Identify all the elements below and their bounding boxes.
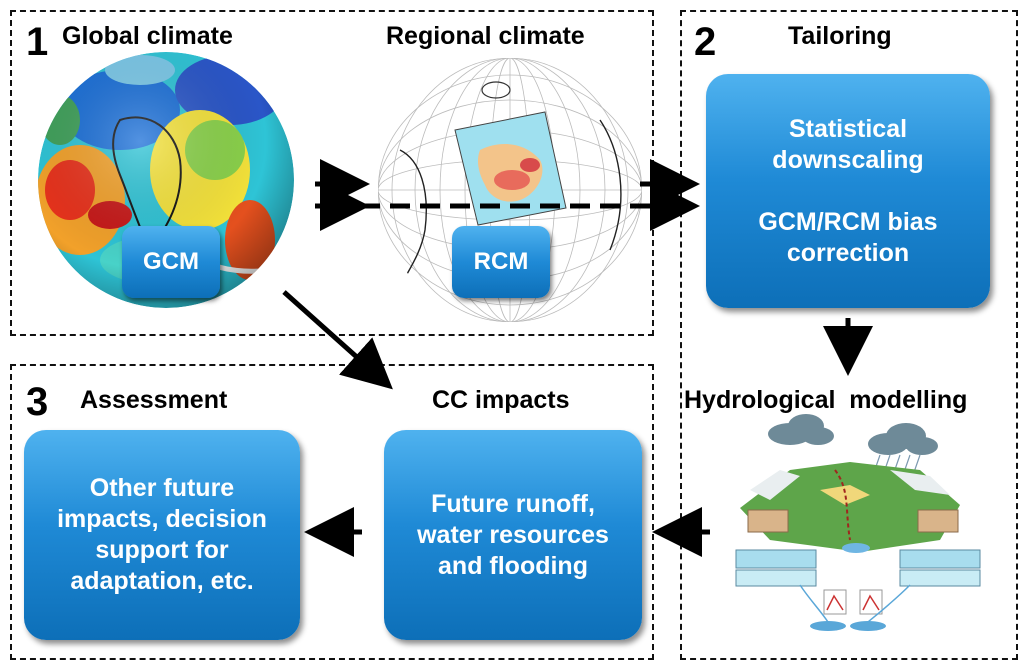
arrows-to-tailoring <box>360 159 700 231</box>
tailoring-title: Tailoring <box>788 22 892 50</box>
assessment-title: Assessment <box>80 386 228 414</box>
hydrological-model-illustration <box>735 414 981 631</box>
cc-impacts-title: CC impacts <box>432 386 570 414</box>
assessment-box: Other future impacts, decision support f… <box>24 430 300 640</box>
step-number-1: 1 <box>26 20 49 64</box>
impacts-line-3: and flooding <box>438 551 588 580</box>
tailoring-box: Statistical downscaling GCM/RCM bias cor… <box>706 74 990 308</box>
rcm-label: RCM <box>473 248 529 275</box>
assessment-line-2: impacts, decision <box>57 505 267 533</box>
step-number-3: 3 <box>26 380 49 424</box>
impacts-line-1: Future runoff, <box>431 489 595 518</box>
cc-impacts-box: Future runoff, water resources and flood… <box>384 430 642 640</box>
tailoring-line-2: downscaling <box>772 145 924 174</box>
step-number-2: 2 <box>694 20 717 64</box>
panel-tailoring <box>680 10 1018 660</box>
regional-climate-title: Regional climate <box>386 22 585 50</box>
arrows-gcm-to-rcm <box>315 159 370 231</box>
gcm-label: GCM <box>143 248 199 275</box>
rcm-box: RCM <box>452 226 550 298</box>
assessment-line-3: support for <box>95 536 229 564</box>
tailoring-line-4: correction <box>786 238 910 267</box>
assessment-line-1: Other future <box>89 474 235 502</box>
global-climate-title: Global climate <box>62 22 233 50</box>
assessment-line-4: adaptation, etc. <box>70 567 254 595</box>
arrow-gcm-to-impacts <box>282 290 393 390</box>
gcm-box: GCM <box>122 226 220 298</box>
hydrological-modelling-title: Hydrological modelling <box>684 386 968 414</box>
impacts-line-2: water resources <box>417 520 609 549</box>
tailoring-line-1: Statistical <box>788 114 908 143</box>
regional-climate-globe <box>378 58 642 322</box>
tailoring-line-3: GCM/RCM bias <box>758 207 938 236</box>
